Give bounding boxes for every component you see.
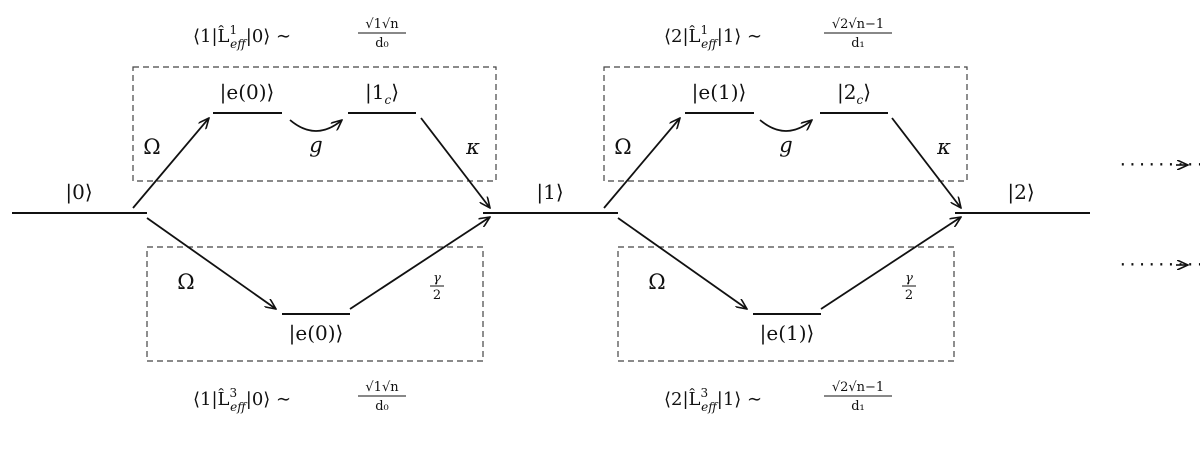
label-state-0: |0⟩ xyxy=(65,180,92,205)
arrow-omega-block2-top xyxy=(603,118,680,209)
label-omega-block1-bottom: Ω xyxy=(177,270,194,294)
dashed-box-block2-bottom xyxy=(617,246,955,362)
formula-block2-bottom-numerator: √2√n−1 xyxy=(832,380,884,395)
formula-block1-top-denominator: d₀ xyxy=(375,36,389,51)
dashed-box-block1-bottom xyxy=(146,246,484,362)
gamma-numerator-block2: γ xyxy=(905,271,913,286)
gamma-numerator-block1: γ xyxy=(433,271,441,286)
arrow-kappa-block2 xyxy=(891,117,961,208)
formula-block1-top-numerator: √1√n xyxy=(365,17,399,32)
label-g-block2: g xyxy=(779,133,792,157)
gamma-denominator-block2: 2 xyxy=(905,288,913,303)
label-e1-bottom: |e(1)⟩ xyxy=(760,321,815,346)
label-omega-block2-top: Ω xyxy=(614,135,631,159)
dashed-box-block1-top xyxy=(132,66,497,182)
label-kappa-block2: κ xyxy=(936,135,951,159)
arrow-omega-block1-bottom xyxy=(146,217,276,309)
formula-block2-top-numerator: √2√n−1 xyxy=(832,17,884,32)
label-e0-top: |e(0)⟩ xyxy=(220,80,275,105)
label-2c: |2c⟩ xyxy=(837,80,871,107)
formula-block1-bottom-denominator: d₀ xyxy=(375,399,389,414)
label-1c: |1c⟩ xyxy=(365,80,399,107)
label-omega-block2-bottom: Ω xyxy=(648,270,665,294)
formula-block1-bottom-numerator: √1√n xyxy=(365,380,399,395)
label-state-2: |2⟩ xyxy=(1007,180,1034,205)
formula-block2-bottom-denominator: d₁ xyxy=(851,399,865,414)
arrow-omega-block1-top xyxy=(132,118,209,209)
formula-block2-top-denominator: d₁ xyxy=(851,36,865,51)
arrow-g-block1 xyxy=(289,120,342,132)
dashed-box-block2-top xyxy=(603,66,968,182)
arrow-g-block2 xyxy=(759,120,812,132)
label-gamma-half-block1: γ 2 xyxy=(430,271,444,303)
label-gamma-half-block2: γ 2 xyxy=(902,271,916,303)
label-state-1: |1⟩ xyxy=(536,180,563,205)
continuation-dots-top: ········· xyxy=(1118,155,1200,174)
label-e1-top: |e(1)⟩ xyxy=(692,80,747,105)
label-kappa-block1: κ xyxy=(465,135,480,159)
label-e0-bottom: |e(0)⟩ xyxy=(289,321,344,346)
continuation-dots-bottom: ········· xyxy=(1118,255,1200,274)
label-omega-block1-top: Ω xyxy=(143,135,160,159)
arrow-gamma-block2 xyxy=(820,217,961,310)
gamma-denominator-block1: 2 xyxy=(433,288,441,303)
arrow-kappa-block1 xyxy=(420,117,490,208)
label-g-block1: g xyxy=(309,133,322,157)
arrow-omega-block2-bottom xyxy=(617,217,747,309)
arrow-gamma-block1 xyxy=(349,217,490,310)
